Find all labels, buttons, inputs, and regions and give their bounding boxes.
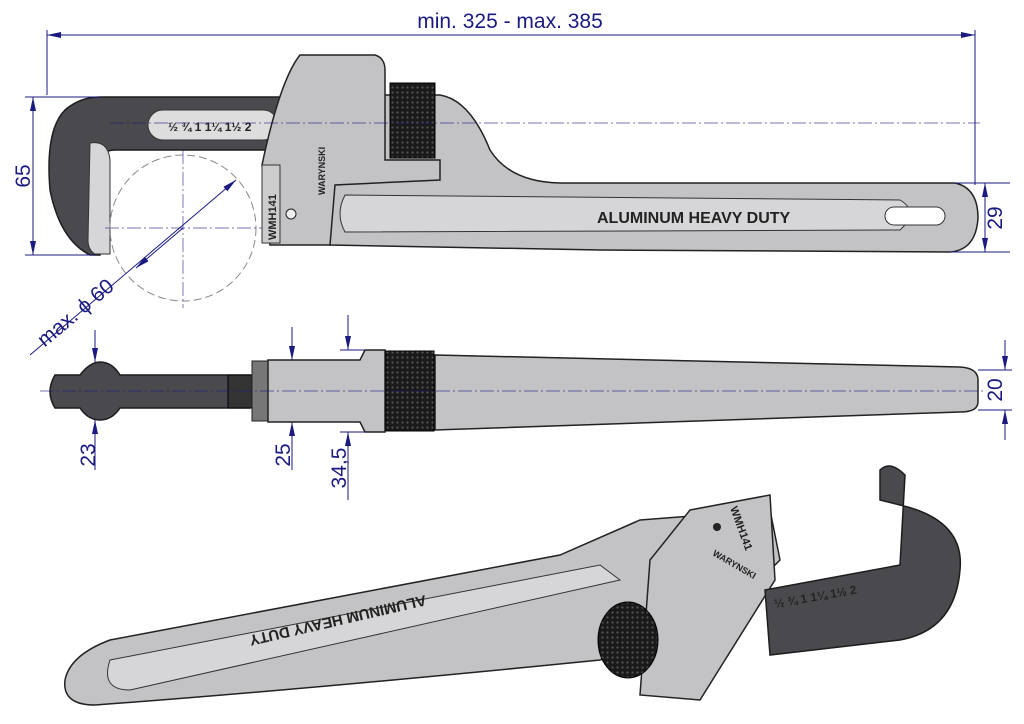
knurled-nut: [389, 82, 436, 159]
handle-engraving: ALUMINUM HEAVY DUTY: [597, 210, 791, 227]
iso-knurled-nut: [597, 601, 659, 679]
iso-hook-jaw: [764, 465, 962, 656]
side-view: 23 25 34,5 20: [40, 315, 1012, 500]
iso-rivet-icon: [713, 523, 721, 531]
scale-marks: ½ ¾ 1 1¼ 1½ 2: [168, 120, 252, 134]
model-engraving: WMH141: [267, 194, 279, 240]
side-handle: [434, 354, 979, 431]
top-view: ALUMINUM HEAVY DUTY ½ ¾ 1 1¼ 1½ 2 WMH141…: [12, 10, 1010, 356]
jaw-teeth: [87, 142, 111, 255]
housing-thickness-label: 34,5: [328, 448, 351, 489]
handle-thickness-label: 20: [984, 378, 1007, 401]
hang-hole: [884, 206, 946, 226]
housing: [261, 54, 441, 246]
isometric-view: ALUMINUM HEAVY DUTY WMH141 WARYNSKI ½ ¾ …: [64, 465, 962, 706]
handle-width-label: 29: [984, 206, 1007, 229]
nut-thickness-label: 25: [272, 443, 295, 466]
jaw-thickness-label: 23: [77, 443, 100, 466]
max-diameter-label: max. ϕ 60: [33, 275, 118, 352]
handle-groove: [339, 194, 911, 233]
brand-engraving: WARYNSKI: [317, 147, 327, 195]
iso-handle-groove: [107, 564, 622, 691]
jaw-height-label: 65: [12, 164, 35, 187]
iso-housing: [639, 494, 776, 701]
overall-length-label: min. 325 - max. 385: [417, 10, 603, 33]
rivet-icon: [285, 208, 297, 220]
lower-jaw-teeth: [261, 164, 281, 244]
